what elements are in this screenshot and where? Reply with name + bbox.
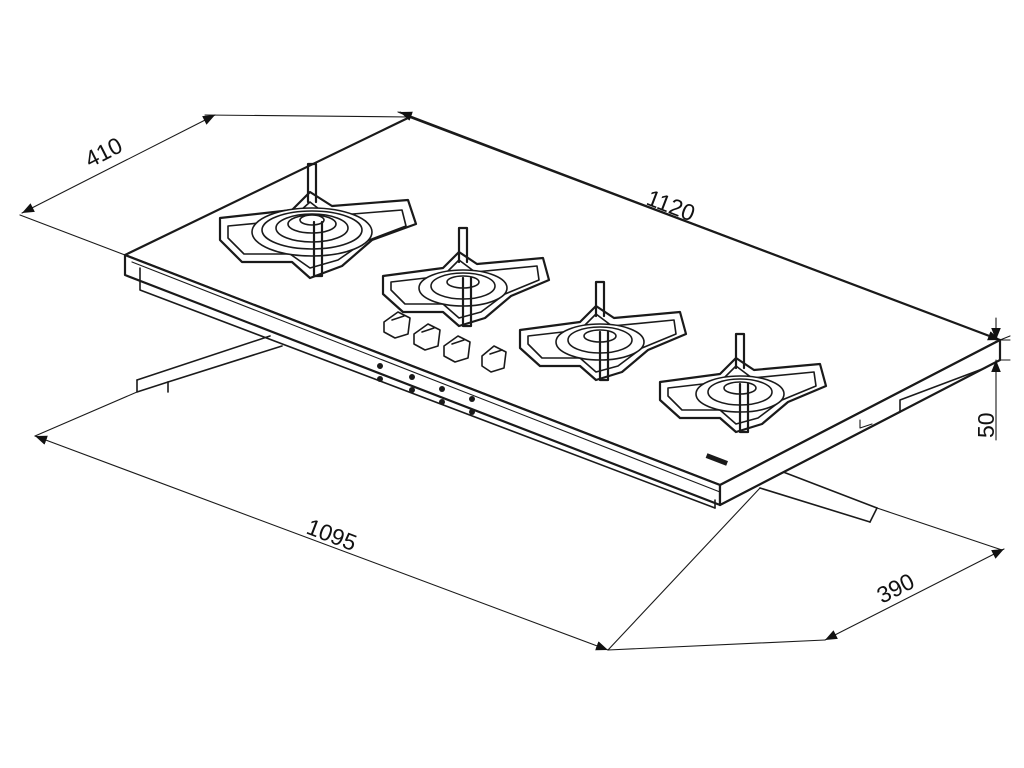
dimension-label-1095: 1095 xyxy=(303,513,360,556)
knob-4 xyxy=(481,345,507,373)
indicator-dots xyxy=(377,363,475,415)
knob-3 xyxy=(443,335,471,363)
dimension-390: 390 xyxy=(607,507,1005,651)
dimension-label-410: 410 xyxy=(80,132,126,173)
dimension-50: 50 xyxy=(973,317,1011,441)
cutout-outline xyxy=(136,335,878,523)
dimension-label-50: 50 xyxy=(973,412,999,438)
hob-body xyxy=(123,115,1002,509)
dimension-label-390: 390 xyxy=(872,568,918,609)
burner-1 xyxy=(218,162,418,280)
